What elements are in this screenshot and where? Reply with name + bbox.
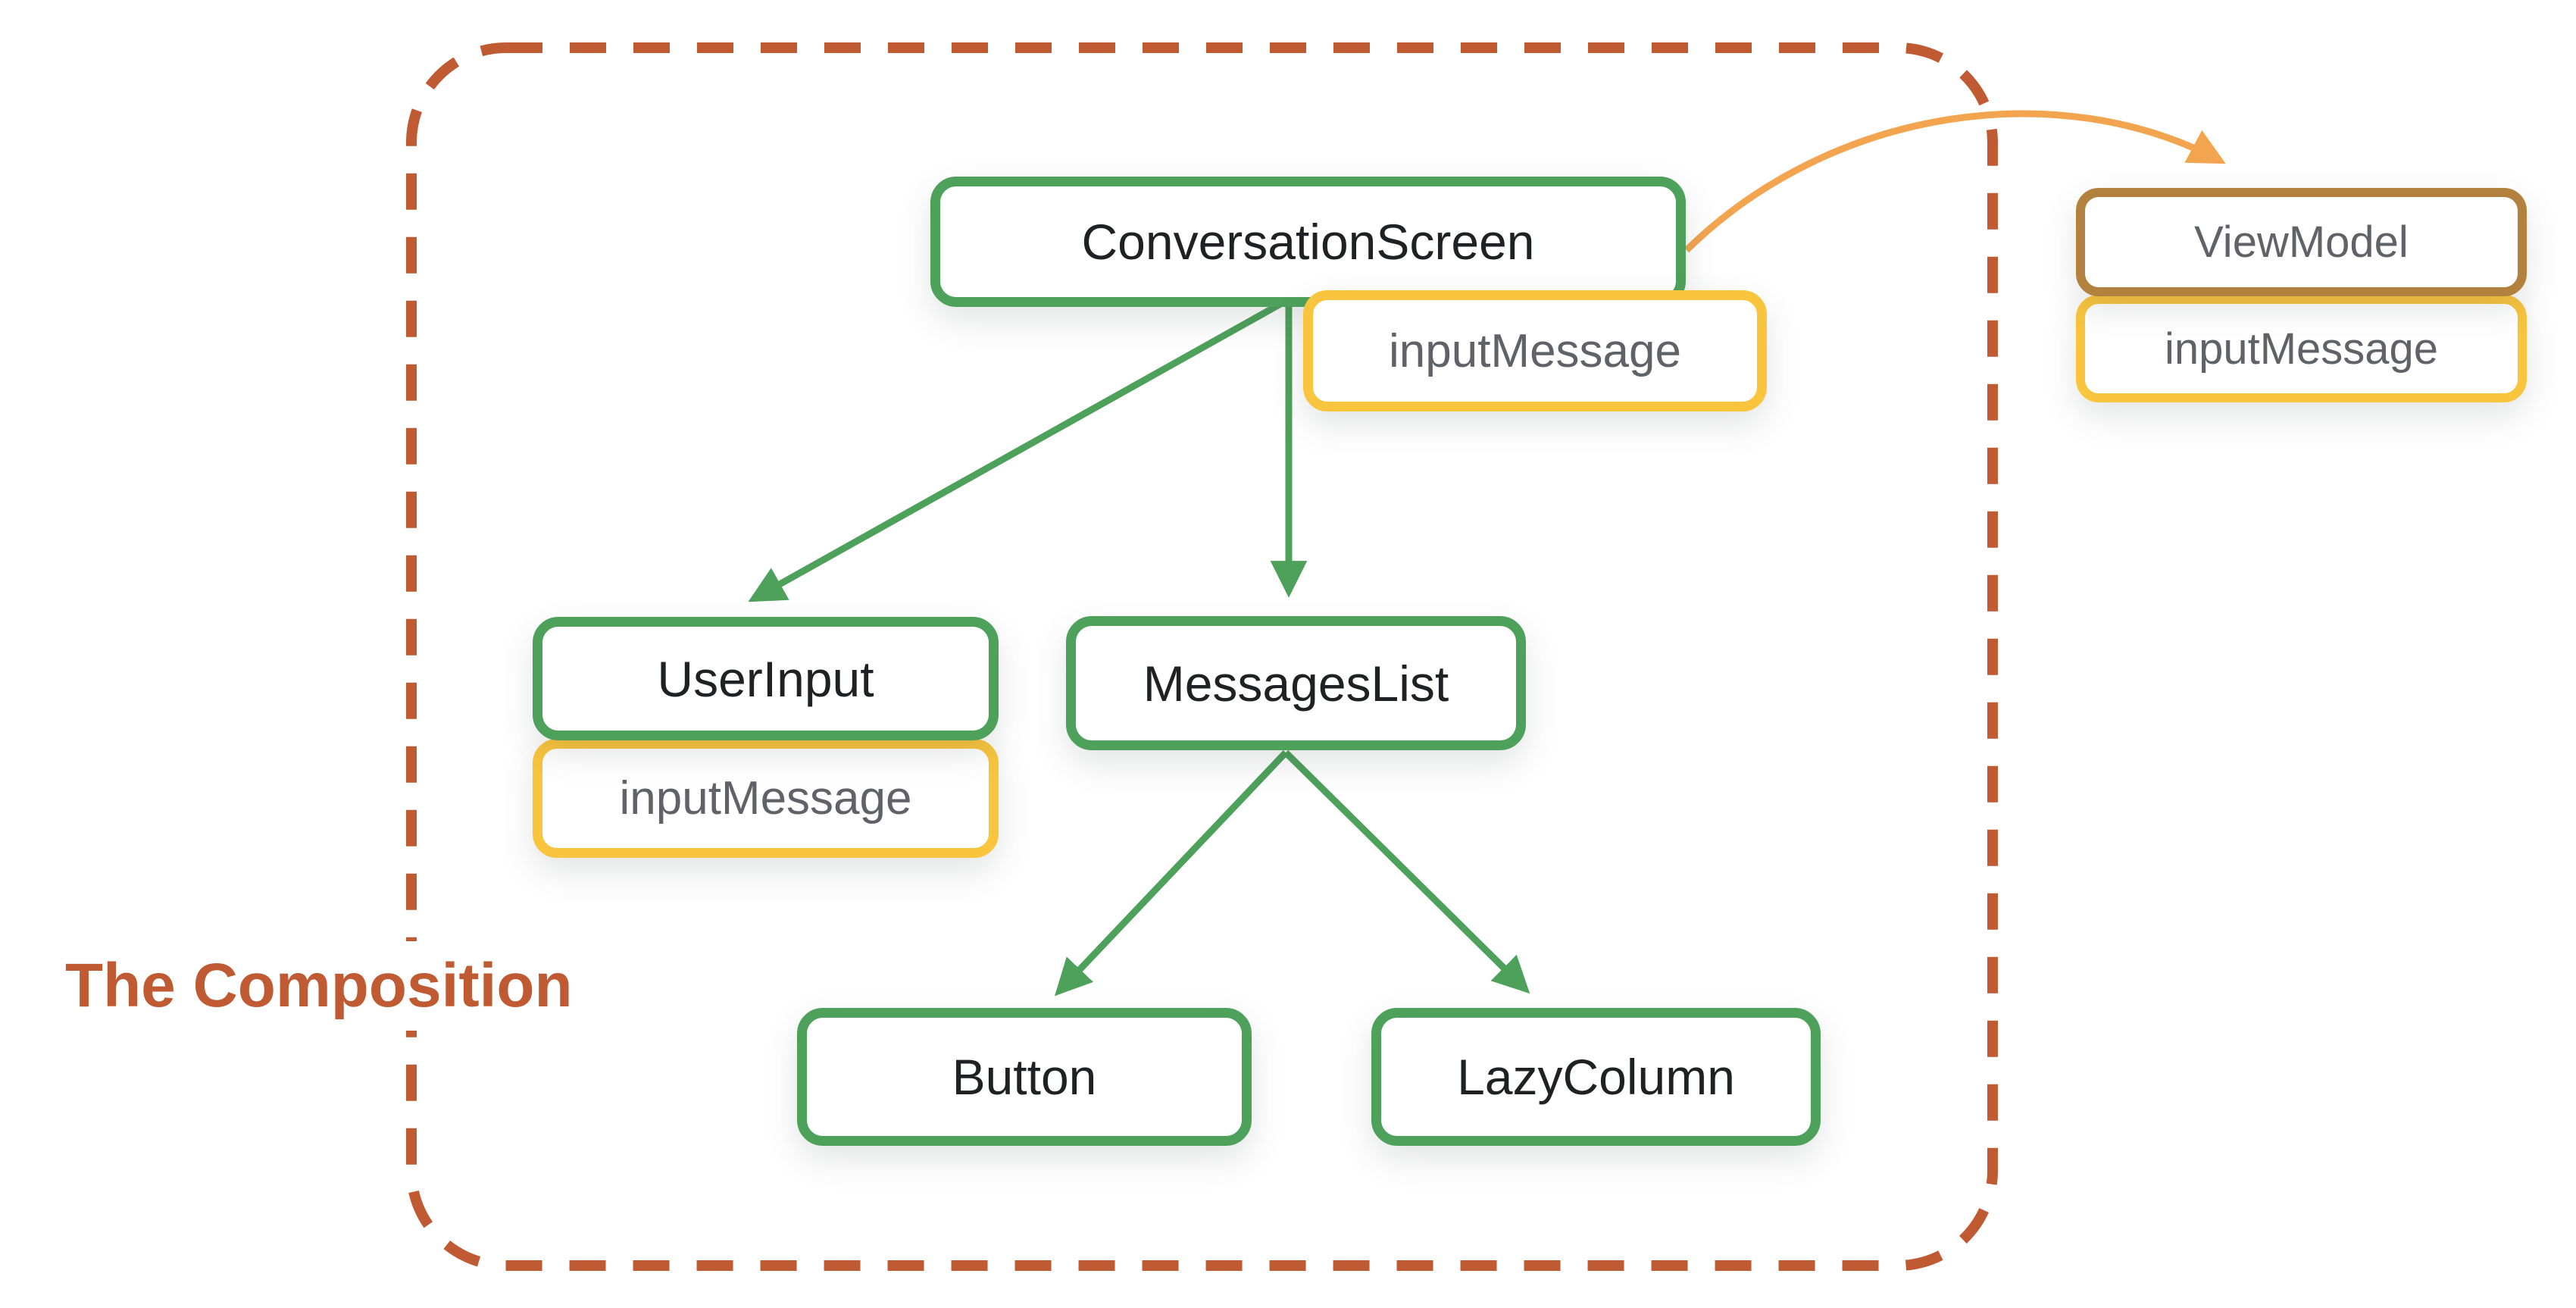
composition-title: The Composition <box>47 941 591 1031</box>
node-label: inputMessage <box>619 772 912 825</box>
node-conversation-screen: ConversationScreen <box>930 177 1686 307</box>
edge-messageslist-to-button <box>1054 749 1289 997</box>
edge-conversationscreen-to-userinput <box>748 300 1284 602</box>
edge-conversationscreen-to-viewmodel <box>1683 110 2226 253</box>
node-label: ConversationScreen <box>1081 214 1535 270</box>
node-label: Button <box>952 1049 1097 1105</box>
node-button: Button <box>797 1008 1252 1146</box>
node-input-message-viewmodel: inputMessage <box>2076 295 2527 402</box>
node-label: LazyColumn <box>1457 1049 1735 1105</box>
composition-boundary-dashed-box <box>406 42 1998 1271</box>
node-view-model: ViewModel <box>2076 188 2527 296</box>
node-label: inputMessage <box>1388 324 1682 377</box>
node-label: MessagesList <box>1143 655 1449 712</box>
node-input-message-userinput: inputMessage <box>533 739 999 858</box>
node-lazy-column: LazyColumn <box>1371 1008 1821 1146</box>
node-input-message-state: inputMessage <box>1303 290 1767 411</box>
node-label: UserInput <box>657 650 874 707</box>
edge-messageslist-to-lazycolumn <box>1283 749 1530 994</box>
node-user-input: UserInput <box>533 617 999 740</box>
node-messages-list: MessagesList <box>1066 616 1526 750</box>
node-label: inputMessage <box>2164 324 2439 374</box>
node-label: ViewModel <box>2194 217 2409 267</box>
